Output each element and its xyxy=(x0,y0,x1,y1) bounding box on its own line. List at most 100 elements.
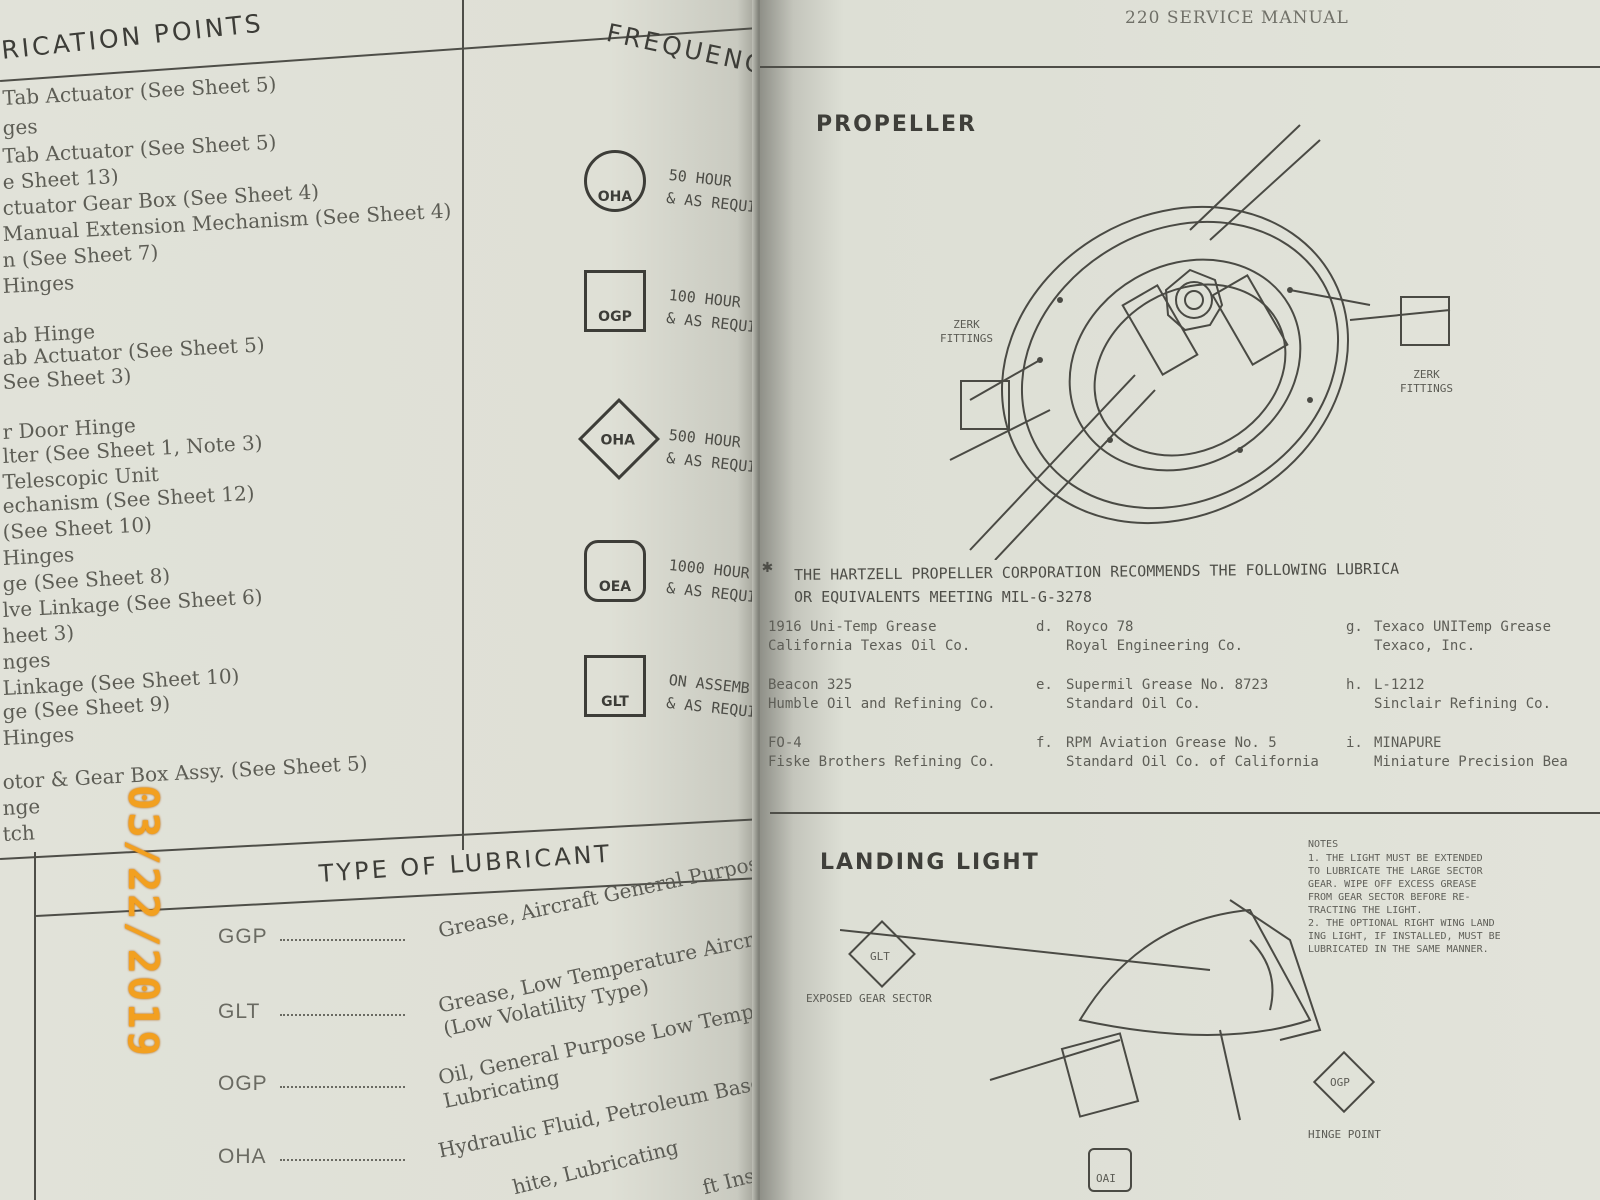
note-line: 1. THE LIGHT MUST BE EXTENDED xyxy=(1308,853,1483,864)
date-stamp: 03/22/2019 xyxy=(119,785,168,1058)
frequency-text: ON ASSEMB& AS REQUI xyxy=(665,669,760,724)
lubricant-product-name: Supermil Grease No. 8723 xyxy=(1066,677,1269,693)
propeller-illustration xyxy=(949,124,1451,560)
lubricant-manufacturer: Miniature Precision Bea xyxy=(1374,754,1568,770)
lubrication-point: Tab Actuator (See Sheet 5) xyxy=(2,129,277,168)
recommendation-line-1: THE HARTZELL PROPELLER CORPORATION RECOM… xyxy=(794,559,1400,584)
notes-list: 1. THE LIGHT MUST BE EXTENDED TO LUBRICAT… xyxy=(1308,852,1501,956)
points-section-bottom xyxy=(0,818,760,860)
lubricant-left-border xyxy=(34,852,36,1200)
lubricant-product: MINAPURE Miniature Precision Bea xyxy=(1374,734,1568,772)
leader-dots xyxy=(280,939,405,941)
leader-dots xyxy=(280,1159,405,1161)
lubrication-point: e Sheet 13) xyxy=(2,163,120,194)
note-line: 2. THE OPTIONAL RIGHT WING LAND xyxy=(1308,918,1495,929)
frequency-symbol-circle: OHA xyxy=(584,150,646,212)
lubricant-product: RPM Aviation Grease No. 5 Standard Oil Co… xyxy=(1066,734,1319,772)
asterisk-mark: ✱ xyxy=(762,556,773,577)
frequency-symbol-hexagon: OEA xyxy=(584,540,646,602)
note-line: GEAR. WIPE OFF EXCESS GREASE xyxy=(1308,879,1477,890)
lubricant-manufacturer: Texaco, Inc. xyxy=(1374,638,1476,654)
landing-light-illustration xyxy=(840,899,1322,1121)
lubricant-letter: g. xyxy=(1346,619,1363,635)
propeller-title: PROPELLER xyxy=(816,112,977,137)
frequency-symbol-square: OGP xyxy=(584,270,646,332)
lubricant-product-name: 1916 Uni-Temp Grease xyxy=(768,619,937,635)
lubricant-code: OGP xyxy=(218,1072,268,1095)
lubricant-letter: e. xyxy=(1036,677,1053,693)
zerk-symbol-left xyxy=(960,380,1010,430)
note-line: FROM GEAR SECTOR BEFORE RE- xyxy=(1308,892,1471,903)
recommendation-line-2: OR EQUIVALENTS MEETING MIL-G-3278 xyxy=(794,588,1093,606)
note-line: TO LUBRICATE THE LARGE SECTOR xyxy=(1308,866,1483,877)
lubricant-manufacturer: Standard Oil Co. xyxy=(1066,696,1201,712)
lubricant-code: OHA xyxy=(218,1145,267,1168)
note-line: ING LIGHT, IF INSTALLED, MUST BE xyxy=(1308,931,1501,942)
lubrication-point: heet 3) xyxy=(2,620,75,648)
lubricant-manufacturer: Royal Engineering Co. xyxy=(1066,638,1244,654)
frequency-text: 1000 HOUR& AS REQUI xyxy=(665,554,760,609)
frequency-symbol-square: GLT xyxy=(584,655,646,717)
hinge-point-symbol-code: OGP xyxy=(1330,1076,1350,1089)
notes-title: NOTES xyxy=(1308,839,1339,850)
lubricant-code: GGP xyxy=(218,925,268,948)
gear-sector-symbol-code: GLT xyxy=(870,950,890,963)
lubricant-product-name: FO-4 xyxy=(768,735,802,751)
zerk-fittings-label-right: ZERK FITTINGS xyxy=(1400,368,1453,395)
lubrication-point: otor & Gear Box Assy. (See Sheet 5) xyxy=(2,750,369,794)
left-page: RICATION POINTS FREQUENCY Tab Actuator (… xyxy=(0,0,787,1200)
lubrication-point: Hinges xyxy=(2,722,75,750)
bottom-symbol-code: OAI xyxy=(1096,1172,1116,1185)
frequency-symbol-code: OGP xyxy=(598,309,632,325)
lubricant-code: GLT xyxy=(218,1000,261,1023)
lubrication-point: Hinges xyxy=(2,270,75,298)
lubrication-points-header: RICATION POINTS xyxy=(0,8,265,65)
frequency-text: 100 HOUR& AS REQUI xyxy=(665,284,760,339)
lubrication-point: nges xyxy=(2,647,51,674)
lubricant-product-name: L-1212 xyxy=(1374,677,1425,693)
manual-header: 220 SERVICE MANUAL xyxy=(1125,8,1349,28)
hinge-point-label: HINGE POINT xyxy=(1308,1128,1381,1141)
leader-dots xyxy=(280,1014,405,1016)
lubricant-manufacturer: Sinclair Refining Co. xyxy=(1374,696,1552,712)
lubricant-letter: f. xyxy=(1036,735,1053,751)
lubrication-point: (See Sheet 10) xyxy=(2,512,153,544)
lubricant-product-name: MINAPURE xyxy=(1374,735,1442,751)
type-of-lubricant-title: TYPE OF LUBRICANT xyxy=(318,839,613,888)
note-line: LUBRICATED IN THE SAME MANNER. xyxy=(1308,944,1489,955)
frequency-symbol-code: OHA xyxy=(600,432,635,449)
lubricant-product: Royco 78 Royal Engineering Co. xyxy=(1066,618,1243,656)
zerk-fittings-label-left: ZERK FITTINGS xyxy=(940,318,993,345)
note-line: TRACTING THE LIGHT. xyxy=(1308,905,1423,916)
lubricant-product-name: RPM Aviation Grease No. 5 xyxy=(1066,735,1277,751)
frequency-symbol-code: OHA xyxy=(597,189,633,205)
lubrication-point: ges xyxy=(2,114,39,140)
leader-dots xyxy=(280,1086,405,1088)
lubricant-manufacturer: Humble Oil and Refining Co. xyxy=(768,696,996,712)
lubricant-product-name: Texaco UNITemp Grease xyxy=(1374,619,1552,635)
frequency-symbol-code: OEA xyxy=(598,579,632,595)
lubrication-point: nge xyxy=(2,794,41,820)
header-rule xyxy=(760,66,1600,68)
lubricant-letter: h. xyxy=(1346,677,1363,693)
lubrication-point: tch xyxy=(2,820,36,846)
frequency-symbol-diamond: OHA xyxy=(577,397,661,481)
lubrication-point: Hinges xyxy=(2,542,75,570)
lubricant-manufacturer: Standard Oil Co. of California xyxy=(1066,754,1319,770)
frequency-text: 50 HOUR& AS REQUI xyxy=(665,164,760,219)
exposed-gear-sector-label: EXPOSED GEAR SECTOR xyxy=(806,992,932,1005)
frequency-text: 500 HOUR& AS REQUI xyxy=(665,424,760,479)
section-rule xyxy=(770,812,1600,814)
lubricant-product-name: Royco 78 xyxy=(1066,619,1134,635)
bottom-partial-text: hite, Lubricating xyxy=(510,1134,681,1200)
lubricant-manufacturer: Fiske Brothers Refining Co. xyxy=(768,754,996,770)
table-vertical-divider xyxy=(462,0,464,850)
frequency-symbol-code: GLT xyxy=(601,694,629,710)
lubricant-letter: d. xyxy=(1036,619,1053,635)
zerk-symbol-right xyxy=(1400,296,1450,346)
